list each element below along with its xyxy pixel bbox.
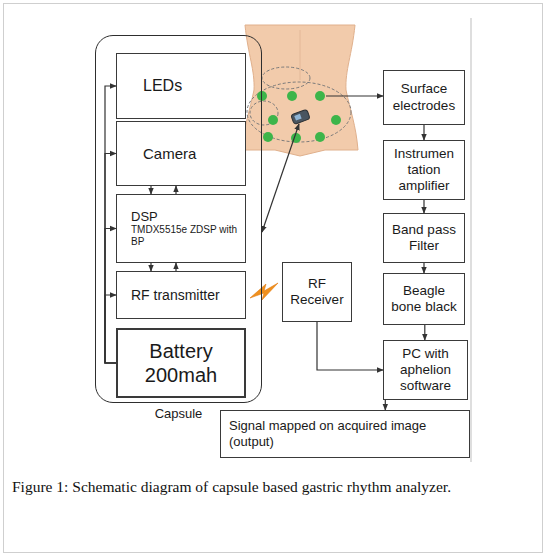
- connector-arrow: [105, 295, 116, 363]
- electrode-leader: [326, 95, 383, 96]
- colon-outline: [247, 82, 351, 142]
- process-box: Band pass Filter: [383, 213, 465, 263]
- connector-arrow: [423, 200, 424, 213]
- colon-loop: [250, 101, 278, 125]
- output-box: Signal mapped on acquired image (output): [220, 410, 470, 458]
- node-label: Camera: [143, 145, 196, 163]
- process-box: DSPTMDX5515e ZDSP with BP: [116, 194, 246, 263]
- process-box: Surface electrodes: [383, 70, 465, 125]
- connector-arrow: [423, 125, 424, 140]
- electrode-dot: [331, 115, 341, 125]
- connector-arrow: [385, 400, 386, 410]
- capsule-lens: [294, 114, 301, 121]
- figure-frame: [4, 4, 543, 553]
- node-label: Band pass Filter: [387, 222, 461, 254]
- image-border: [471, 18, 472, 462]
- connector-arrow: [150, 186, 151, 194]
- stomach-outline: [262, 67, 310, 89]
- connector-arrow: [175, 263, 176, 271]
- process-box: PC with aphelion software: [383, 340, 468, 400]
- node-label: LEDs: [143, 76, 182, 95]
- connector-arrow: [150, 263, 151, 271]
- process-box: Beagle bone black: [383, 273, 465, 325]
- electrode-dot: [263, 132, 273, 142]
- torso-midline: [300, 30, 301, 80]
- electrode-dot: [268, 115, 278, 125]
- connector-arrow: [105, 229, 116, 364]
- connector-arrow: [105, 154, 116, 364]
- process-box: Camera: [116, 121, 246, 186]
- node-label: Instrumen tation amplifier: [387, 146, 461, 195]
- process-box: LEDs: [116, 53, 246, 119]
- node-label: RF transmitter: [131, 287, 220, 304]
- electrode-dot: [287, 91, 297, 101]
- figure-caption: Figure 1: Schematic diagram of capsule b…: [12, 476, 534, 497]
- connector-arrow: [317, 322, 383, 370]
- torso-illustration: [242, 25, 358, 156]
- capsule-link-arrow: [262, 124, 299, 232]
- node-label: Beagle bone black: [387, 283, 461, 315]
- electrode-dot: [257, 91, 267, 101]
- connector-arrow: [175, 186, 176, 194]
- node-label: PC with aphelion software: [387, 346, 465, 395]
- capsule-group: CapsuleLEDsCameraDSPTMDX5515e ZDSP with …: [95, 35, 262, 403]
- battery-box: Battery 200mah: [116, 328, 246, 398]
- node-label: Battery 200mah: [134, 339, 229, 387]
- connector-arrow: [423, 263, 424, 273]
- process-box: RF transmitter: [116, 271, 246, 319]
- node-label: RF Receiver: [287, 276, 347, 308]
- electrode-dot: [315, 132, 325, 142]
- node-label: Signal mapped on acquired image (output): [229, 418, 444, 449]
- node-label: Surface electrodes: [384, 81, 464, 113]
- wireless-symbol: [250, 283, 278, 300]
- node-label: TMDX5515e ZDSP with BP: [131, 224, 245, 248]
- process-box: Instrumen tation amplifier: [383, 140, 465, 200]
- connector-arrow: [424, 325, 425, 340]
- capsule-picture: [291, 109, 310, 124]
- connector-arrow: [105, 86, 116, 363]
- process-box: RF Receiver: [282, 262, 352, 322]
- electrode-dot: [315, 91, 325, 101]
- node-label: DSP: [131, 209, 158, 225]
- torso-shape: [242, 25, 358, 156]
